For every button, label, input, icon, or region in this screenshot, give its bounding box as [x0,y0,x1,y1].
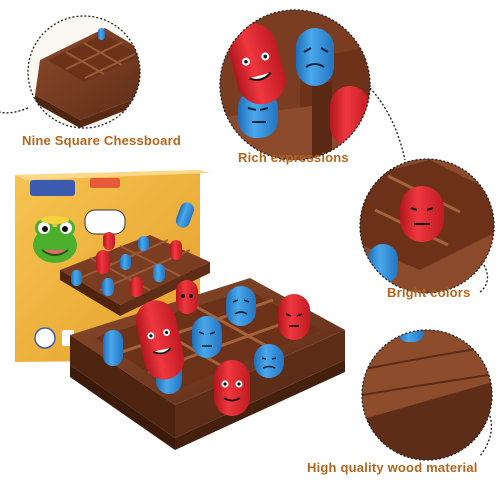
red-piece-icon [228,23,286,105]
back-board [60,232,210,316]
caption-colors: Bright colors [387,285,471,300]
colors-detail [359,158,495,294]
caption-wood: High quality wood material [307,460,478,475]
caption-expressions: Rich expressions [238,150,349,165]
blue-piece-icon [98,28,105,40]
red-piece-icon [278,294,310,340]
blue-piece-icon [226,286,256,326]
blue-piece-icon [296,28,334,86]
wood-detail [361,329,493,461]
caption-chessboard: Nine Square Chessboard [22,133,181,148]
expressions-detail [219,9,371,161]
red-piece-icon [400,186,444,242]
red-piece-icon [214,360,250,416]
front-board [70,278,345,450]
frog-mascot-icon [33,216,77,263]
chessboard-detail [27,15,141,129]
red-piece-icon [135,300,185,380]
